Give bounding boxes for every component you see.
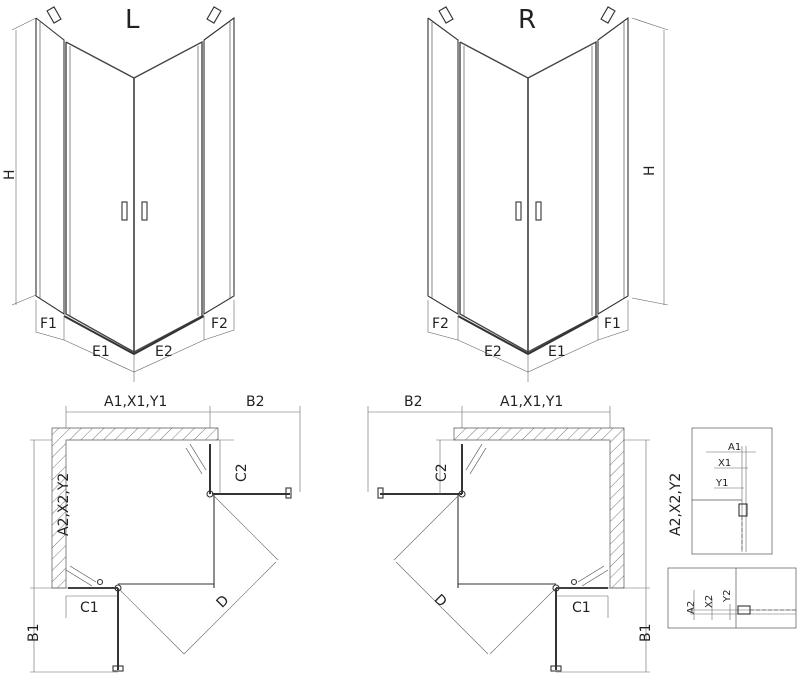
elevation-left-f1-label: F1 bbox=[40, 316, 57, 332]
elevation-left-e1-label: E1 bbox=[92, 344, 110, 360]
detail-upper-x1-label: X1 bbox=[718, 458, 731, 469]
detail-upper: A1 X1 Y1 bbox=[691, 427, 773, 555]
plan-left-b2-label: B2 bbox=[246, 394, 265, 410]
plan-right-c2-label: C2 bbox=[434, 463, 450, 482]
detail-upper-y1-label: Y1 bbox=[715, 478, 728, 489]
plan-left-top-dim: A1,X1,Y1 bbox=[104, 394, 167, 410]
detail-lower-a2-label: A2 bbox=[686, 601, 697, 614]
elevation-right: R H F2 E2 E1 F1 bbox=[427, 5, 669, 382]
elevation-left-height-label: H bbox=[2, 169, 18, 180]
elevation-right-e2-label: E2 bbox=[484, 344, 502, 360]
plan-left-b1-label: B1 bbox=[26, 623, 42, 642]
plan-right-right-dim: A2,X2,Y2 bbox=[668, 473, 684, 536]
detail-lower-y2-label: Y2 bbox=[722, 590, 733, 603]
detail-upper-a1-label: A1 bbox=[728, 442, 741, 453]
plan-right-top-dim: A1,X1,Y1 bbox=[500, 394, 563, 410]
plan-right: A1,X1,Y1 B2 A2,X2,Y2 C2 C1 bbox=[367, 394, 684, 673]
detail-lower: A2 X2 Y2 bbox=[667, 567, 797, 629]
plan-left-c1-label: C1 bbox=[80, 600, 99, 616]
plan-right-c1-label: C1 bbox=[572, 600, 591, 616]
elevation-right-f1-label: F1 bbox=[604, 316, 621, 332]
plan-left: A1,X1,Y1 B2 A2,X2,Y2 C2 C1 bbox=[26, 394, 301, 673]
plan-right-b1-label: B1 bbox=[638, 623, 654, 642]
plan-right-d-label: D bbox=[431, 592, 450, 611]
elevation-right-e1-label: E1 bbox=[548, 344, 566, 360]
elevation-left-e2-label: E2 bbox=[155, 344, 173, 360]
elevation-right-f2-label: F2 bbox=[432, 316, 449, 332]
plan-right-b2-label: B2 bbox=[404, 394, 423, 410]
elevation-right-height-label: H bbox=[642, 165, 658, 176]
plan-left-c2-label: C2 bbox=[234, 463, 250, 482]
elevation-left-f2-label: F2 bbox=[211, 316, 228, 332]
elevation-right-title: R bbox=[518, 5, 536, 35]
detail-lower-x2-label: X2 bbox=[704, 595, 715, 608]
elevation-left: L H F1 E1 E2 F2 bbox=[2, 5, 235, 382]
plan-left-left-dim: A2,X2,Y2 bbox=[56, 473, 72, 536]
elevation-left-title: L bbox=[125, 5, 140, 35]
